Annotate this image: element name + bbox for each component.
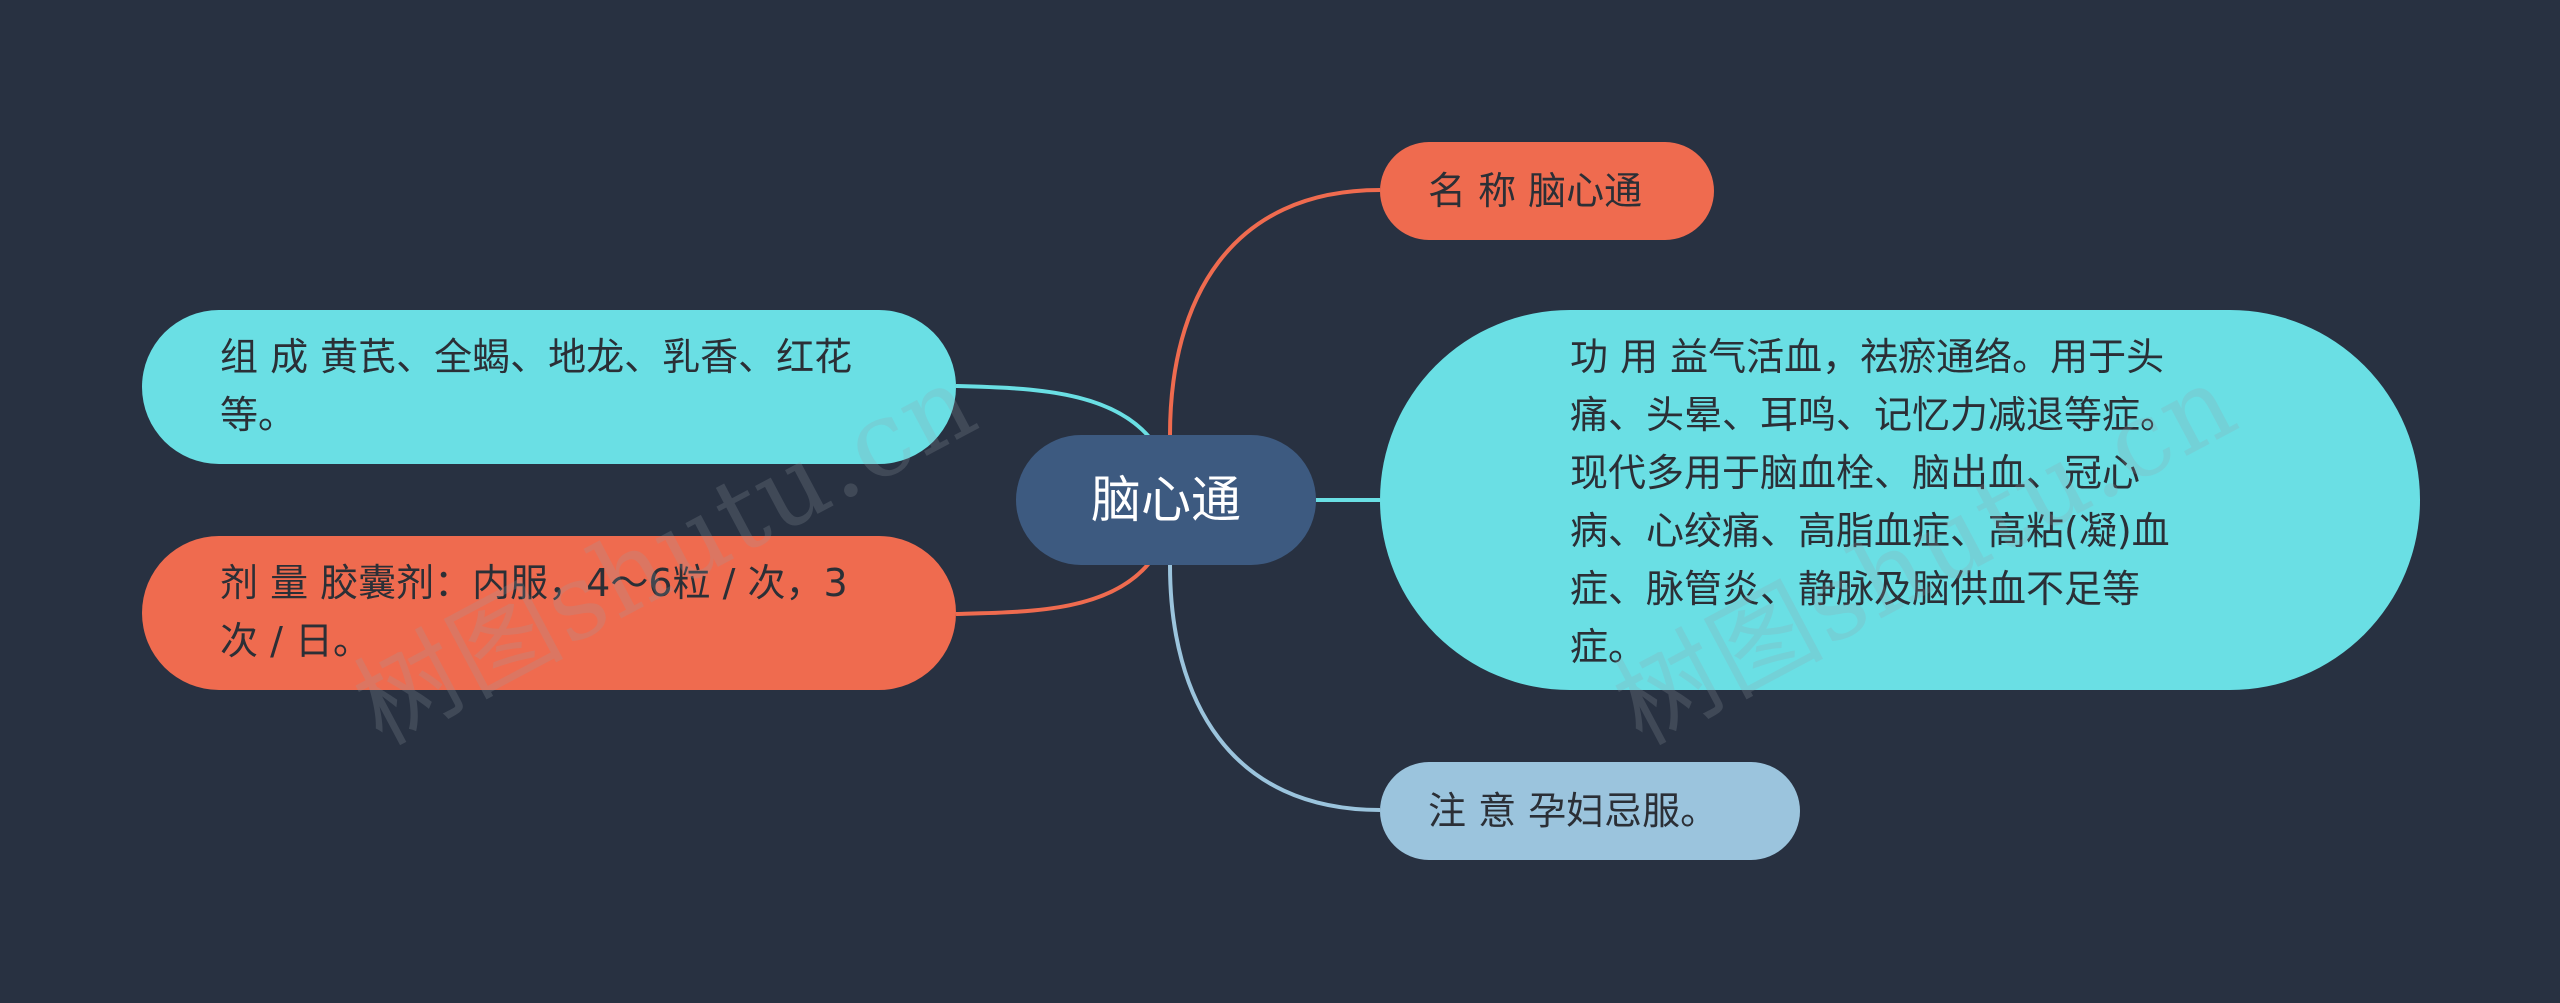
branch-node-dosage[interactable]: 剂 量 胶囊剂：内服，4～6粒 / 次，3次 / 日。 [142,536,956,690]
branch-node-function[interactable]: 功 用 益气活血，祛瘀通络。用于头痛、头晕、耳鸣、记忆力减退等症。现代多用于脑血… [1380,310,2420,690]
connector-caution [1168,564,1381,812]
branch-node-dosage-text: 剂 量 胶囊剂：内服，4～6粒 / 次，3次 / 日。 [220,561,848,663]
connector-composition [955,384,1152,440]
branch-node-composition[interactable]: 组 成 黄芪、全蝎、地龙、乳香、红花等。 [142,310,956,464]
branch-node-function-text: 功 用 益气活血，祛瘀通络。用于头痛、头晕、耳鸣、记忆力减退等症。现代多用于脑血… [1570,335,2179,669]
center-topic-label: 脑心通 [1091,471,1241,529]
connector-name [1168,188,1381,436]
connector-dosage [955,560,1152,616]
branch-node-name-text: 名 称 脑心通 [1428,169,1643,213]
branch-node-caution-text: 注 意 孕妇忌服。 [1428,789,1719,833]
branch-node-name[interactable]: 名 称 脑心通 [1380,142,1714,240]
center-topic-node[interactable]: 脑心通 [1016,435,1316,565]
branch-node-composition-text: 组 成 黄芪、全蝎、地龙、乳香、红花等。 [220,335,853,437]
branch-node-caution[interactable]: 注 意 孕妇忌服。 [1380,762,1800,860]
